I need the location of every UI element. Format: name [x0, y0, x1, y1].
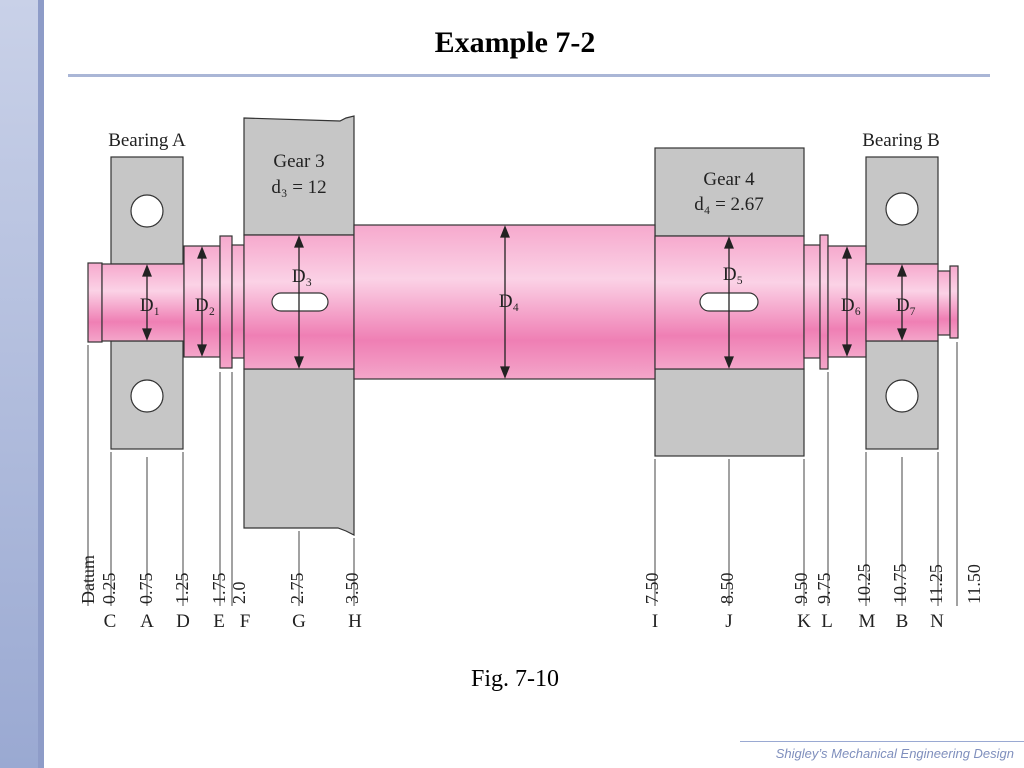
gear3-name-label: Gear 3 [273, 151, 324, 172]
shaft-end-collar-left [87, 262, 103, 343]
shaft-end-collar-right [949, 265, 959, 339]
station-value-label: 10.25 [854, 564, 874, 605]
station-value-label: 2.0 [229, 582, 249, 605]
diameter-label-d3: D₃ [292, 266, 312, 287]
diameter-label-d5: D₅ [723, 264, 743, 285]
bearing-b [865, 156, 939, 450]
arrowhead-up-icon [724, 236, 734, 249]
arrowhead-down-icon [724, 356, 734, 369]
shaft-segment-left-gap [231, 244, 245, 359]
station-value-label: Datum [78, 555, 98, 604]
station-letter-label: B [896, 611, 909, 632]
shaft-segment-right-gap [803, 244, 821, 359]
slide-sidebar-band [0, 0, 44, 768]
station-letter-label: A [140, 611, 154, 632]
shoulder-ring-left [219, 235, 233, 369]
station-value-label: 11.50 [964, 564, 984, 604]
diameter-arrows [142, 225, 907, 379]
diameter-label-d2: D₂ [195, 295, 215, 316]
arrowhead-down-icon [197, 344, 207, 357]
footer-text: Shigley’s Mechanical Engineering Design [775, 746, 1014, 761]
station-letter-label: F [240, 611, 251, 632]
diameter-label-d6: D₆ [841, 295, 861, 316]
station-value-label: 10.75 [890, 564, 910, 605]
station-letter-label: H [348, 611, 362, 632]
station-value-label: 9.75 [814, 573, 834, 605]
figure-caption: Fig. 7-10 [470, 666, 559, 692]
station-letter-label: C [104, 611, 117, 632]
gear4-spec-label: d₄ = 2.67 [694, 194, 764, 215]
station-letter-label: G [292, 611, 306, 632]
gear3-spec-label: d₃ = 12 [271, 177, 326, 198]
station-value-label: 7.50 [642, 573, 662, 605]
slide-title: Example 7-2 [434, 26, 596, 59]
station-value-label: 8.50 [717, 573, 737, 605]
footer-divider [740, 741, 1024, 742]
arrowhead-up-icon [842, 246, 852, 259]
bolt-hole-icon [885, 192, 919, 226]
station-value-label: 9.50 [791, 573, 811, 605]
arrowhead-down-icon [294, 356, 304, 369]
station-value-label: 2.75 [287, 573, 307, 605]
bolt-hole-icon [130, 379, 164, 413]
diameter-label-d7: D₇ [896, 295, 916, 316]
arrowhead-down-icon [500, 366, 510, 379]
keyway-gear3 [271, 292, 329, 312]
arrowhead-up-icon [897, 264, 907, 277]
station-value-label: 11.25 [926, 564, 946, 604]
gear-3 [243, 115, 355, 536]
station-letter-label: J [725, 611, 732, 632]
station-letter-label: D [176, 611, 190, 632]
station-letter-label: K [797, 611, 811, 632]
station-letter-label: E [213, 611, 225, 632]
gear-4 [654, 147, 805, 457]
bearing-a-label: Bearing A [108, 130, 186, 151]
diameter-label-d4: D₄ [499, 291, 519, 312]
slide-sidebar-edge [38, 0, 44, 768]
title-divider [68, 74, 990, 77]
station-value-label: 0.75 [136, 573, 156, 605]
gear4-name-label: Gear 4 [703, 169, 755, 190]
arrowhead-up-icon [500, 225, 510, 238]
station-value-label: 3.50 [342, 573, 362, 605]
shaft-segment-d1 [101, 263, 185, 342]
arrowhead-down-icon [897, 328, 907, 341]
bearing-a [110, 156, 184, 450]
station-value-label: 1.75 [209, 573, 229, 605]
station-letter-label: M [859, 611, 876, 632]
arrowhead-up-icon [294, 235, 304, 248]
station-value-label: 0.25 [99, 573, 119, 605]
arrowhead-up-icon [197, 246, 207, 259]
bearing-b-label: Bearing B [862, 130, 940, 151]
station-value-label: 1.25 [172, 573, 192, 605]
arrowhead-up-icon [142, 264, 152, 277]
shaft-step-right [937, 270, 951, 336]
station-letter-label: L [821, 611, 833, 632]
bolt-hole-icon [130, 194, 164, 228]
arrowhead-down-icon [142, 328, 152, 341]
station-letter-label: I [652, 611, 658, 632]
bolt-hole-icon [885, 379, 919, 413]
shaft [87, 224, 959, 380]
arrowhead-down-icon [842, 344, 852, 357]
shoulder-ring-right [819, 234, 829, 370]
diameter-label-d1: D₁ [140, 295, 160, 316]
station-letter-label: N [930, 611, 944, 632]
